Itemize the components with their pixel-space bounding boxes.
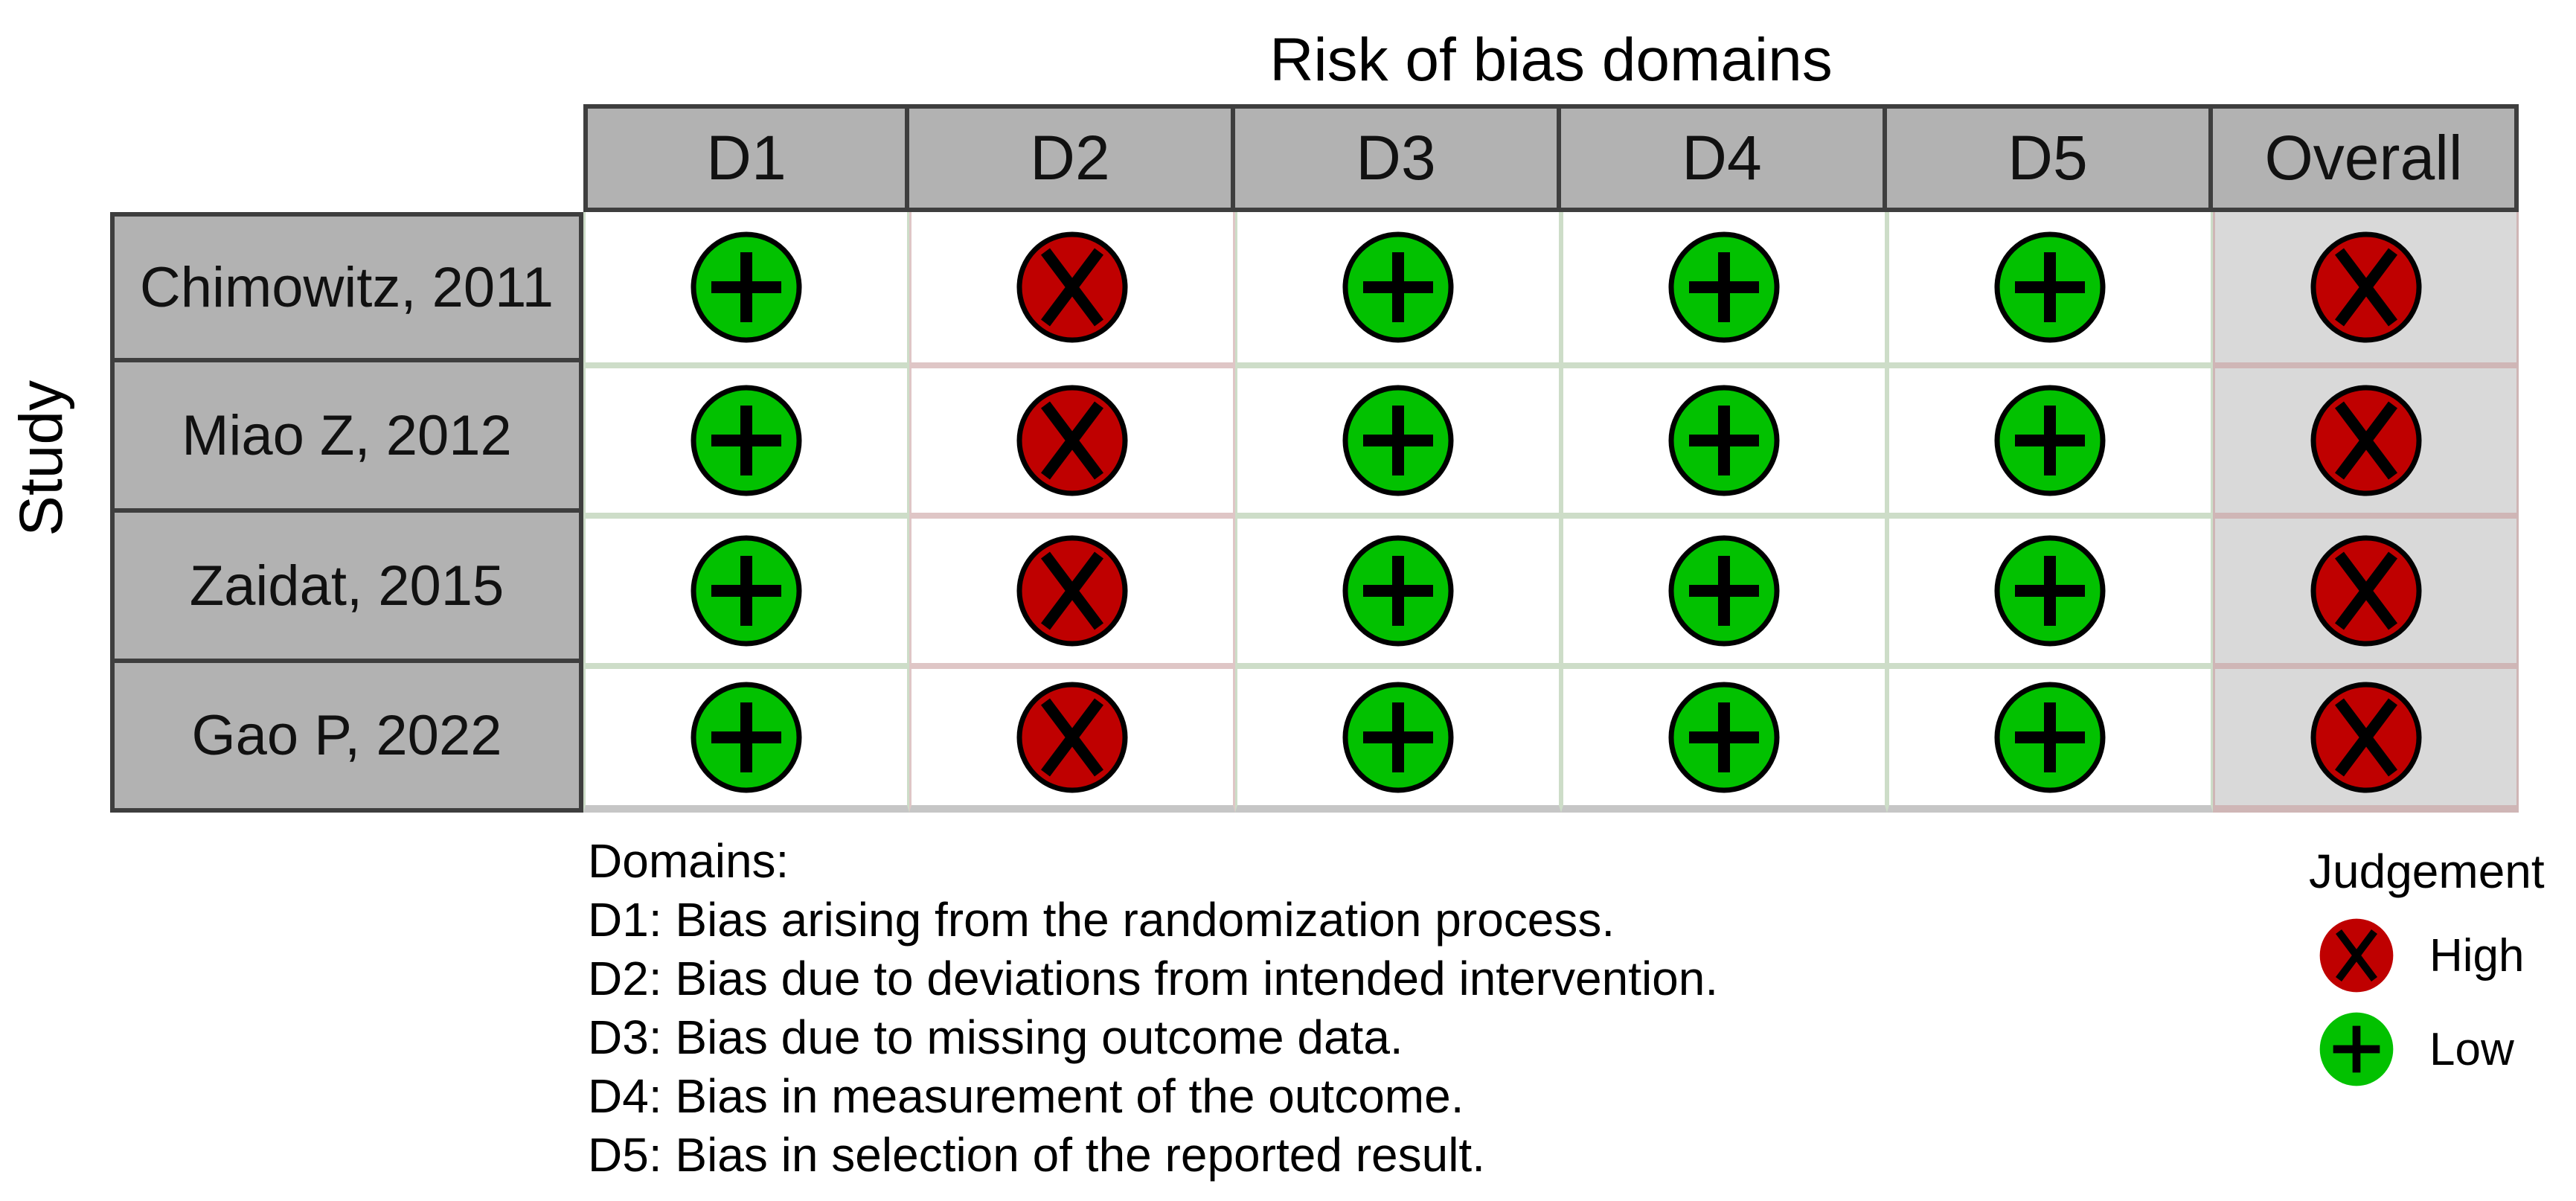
judgement-cell bbox=[909, 663, 1235, 813]
judgement-low-icon bbox=[1668, 385, 1780, 496]
legend-item-low: Low bbox=[2318, 1011, 2525, 1088]
judgement-low-icon bbox=[691, 535, 802, 647]
judgement-cell bbox=[1235, 212, 1561, 362]
judgement-cell bbox=[1887, 513, 2213, 663]
judgement-low-icon bbox=[1994, 231, 2106, 343]
judgement-cell bbox=[1561, 362, 1887, 513]
footnote-line: D2: Bias due to deviations from intended… bbox=[588, 952, 1719, 1005]
study-label: Gao P, 2022 bbox=[110, 663, 583, 813]
judgement-cell bbox=[1887, 663, 2213, 813]
judgement-high-icon bbox=[2319, 918, 2394, 993]
legend-item-high: High bbox=[2318, 917, 2525, 994]
judgement-low-icon bbox=[691, 385, 802, 496]
judgement-low-icon bbox=[1342, 231, 1454, 343]
judgement-cell bbox=[909, 212, 1235, 362]
judgement-high-icon bbox=[1016, 231, 1128, 343]
judgement-cell bbox=[909, 362, 1235, 513]
judgement-high-icon bbox=[1016, 682, 1128, 792]
judgement-high-icon bbox=[2310, 535, 2421, 647]
footnote-line: D5: Bias in selection of the reported re… bbox=[588, 1128, 1485, 1182]
study-label: Chimowitz, 2011 bbox=[110, 212, 583, 362]
judgement-high-icon bbox=[1016, 535, 1128, 647]
study-axis-label: Study bbox=[7, 380, 75, 537]
judgement-cell bbox=[583, 513, 909, 663]
legend-label: Low bbox=[2429, 1023, 2514, 1075]
judgement-low-icon bbox=[2319, 1012, 2394, 1086]
footnote-line: D3: Bias due to missing outcome data. bbox=[588, 1011, 1403, 1064]
study-label: Miao Z, 2012 bbox=[110, 362, 583, 513]
judgement-low-icon bbox=[691, 682, 802, 792]
footnote-heading: Domains: bbox=[588, 834, 789, 888]
judgement-low-icon bbox=[1994, 385, 2106, 496]
judgement-cell bbox=[583, 663, 909, 813]
judgement-cell bbox=[2213, 212, 2519, 362]
judgement-low-icon bbox=[1342, 385, 1454, 496]
judgement-high-icon bbox=[1016, 385, 1128, 496]
footnote-lines: D1: Bias arising from the randomization … bbox=[588, 891, 1718, 1185]
legend-title: Judgement bbox=[2309, 845, 2545, 898]
domains-footnote: Domains: D1: Bias arising from the rando… bbox=[588, 832, 1718, 1185]
judgement-high-icon bbox=[2310, 682, 2421, 792]
study-label: Zaidat, 2015 bbox=[110, 513, 583, 663]
judgement-high-icon bbox=[2310, 231, 2421, 343]
column-header-d1: D1 bbox=[583, 104, 909, 212]
judgement-cell bbox=[1887, 362, 2213, 513]
judgement-cell bbox=[1561, 212, 1887, 362]
column-header-d3: D3 bbox=[1235, 104, 1561, 212]
judgement-cell bbox=[1887, 212, 2213, 362]
column-header-d5: D5 bbox=[1887, 104, 2213, 212]
footnote-line: D1: Bias arising from the randomization … bbox=[588, 893, 1615, 947]
judgement-cell bbox=[583, 362, 909, 513]
judgement-low-icon bbox=[691, 231, 802, 343]
judgement-low-icon bbox=[1342, 535, 1454, 647]
legend-label: High bbox=[2429, 929, 2525, 981]
judgement-cell bbox=[1235, 362, 1561, 513]
judgement-low-icon bbox=[1994, 535, 2106, 647]
figure-title: Risk of bias domains bbox=[1269, 26, 1833, 94]
column-header-overall: Overall bbox=[2213, 104, 2519, 212]
judgement-low-icon bbox=[1668, 682, 1780, 792]
table-corner-spacer bbox=[110, 104, 583, 212]
judgement-cell bbox=[1561, 513, 1887, 663]
judgement-cell bbox=[2213, 513, 2519, 663]
judgement-high-icon bbox=[2310, 385, 2421, 496]
judgement-cell bbox=[909, 513, 1235, 663]
judgement-low-icon bbox=[1668, 535, 1780, 647]
judgement-low-icon bbox=[1668, 231, 1780, 343]
judgement-cell bbox=[583, 212, 909, 362]
study-axis: Study bbox=[0, 104, 83, 813]
judgement-cell bbox=[2213, 362, 2519, 513]
judgement-cell bbox=[1235, 663, 1561, 813]
judgement-low-icon bbox=[1342, 682, 1454, 792]
column-header-d2: D2 bbox=[909, 104, 1235, 212]
judgement-cell bbox=[1235, 513, 1561, 663]
footnote-line: D4: Bias in measurement of the outcome. bbox=[588, 1069, 1464, 1123]
judgement-low-icon bbox=[1994, 682, 2106, 792]
judgement-cell bbox=[2213, 663, 2519, 813]
column-header-d4: D4 bbox=[1561, 104, 1887, 212]
judgement-cell bbox=[1561, 663, 1887, 813]
